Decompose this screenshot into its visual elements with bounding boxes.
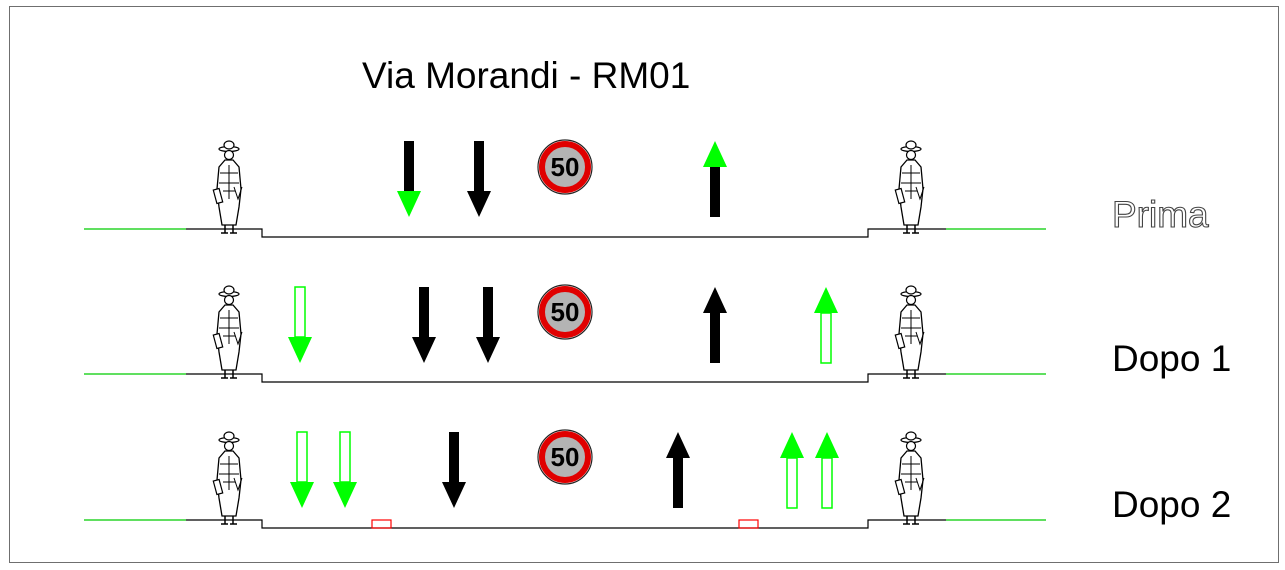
speed-limit-sign: 50	[537, 139, 593, 195]
pedestrian-right	[894, 431, 925, 525]
road-surface	[186, 228, 946, 238]
road-surface	[186, 519, 946, 529]
pedestrian-left	[212, 431, 243, 525]
bike-arrow-up	[814, 287, 838, 364]
traffic-arrow-up	[703, 287, 727, 363]
section-dopo-2: 50	[84, 429, 1046, 529]
speed-limit-sign: 50	[537, 284, 593, 340]
row-label-dopo-2: Dopo 2	[1112, 484, 1232, 525]
road-surface	[186, 373, 946, 383]
speed-limit-sign: 50	[537, 429, 593, 485]
road-profile	[84, 519, 1046, 529]
speed-limit-text: 50	[551, 442, 580, 472]
lane-separator-left	[371, 519, 392, 529]
traffic-arrow-down	[412, 287, 436, 363]
row-label-dopo-1: Dopo 1	[1112, 338, 1232, 379]
traffic-arrow-down	[397, 141, 421, 217]
bike-arrow-down	[288, 286, 312, 363]
bike-arrow-down	[290, 431, 314, 508]
traffic-arrow-up	[666, 432, 690, 508]
road-profile	[84, 373, 1046, 383]
section-dopo-1: 50	[84, 284, 1046, 383]
pedestrian-right	[894, 285, 925, 379]
traffic-arrow-up	[703, 141, 727, 217]
bike-arrow-down	[333, 431, 357, 508]
traffic-arrow-down	[476, 287, 500, 363]
diagram-frame	[9, 6, 1279, 563]
speed-limit-text: 50	[551, 297, 580, 327]
bike-arrow-up	[815, 432, 839, 509]
pedestrian-left	[212, 285, 243, 379]
pedestrian-right	[894, 140, 925, 234]
pedestrian-left	[212, 140, 243, 234]
bike-arrow-up	[780, 432, 804, 509]
row-label-prima: Prima	[1111, 194, 1209, 235]
road-profile	[84, 228, 1046, 238]
speed-limit-text: 50	[551, 152, 580, 182]
section-prima: 50	[84, 139, 1046, 238]
lane-separator-right	[738, 519, 759, 529]
traffic-arrow-down	[442, 432, 466, 508]
diagram-title: Via Morandi - RM01	[362, 55, 691, 96]
traffic-arrow-down	[467, 141, 491, 217]
